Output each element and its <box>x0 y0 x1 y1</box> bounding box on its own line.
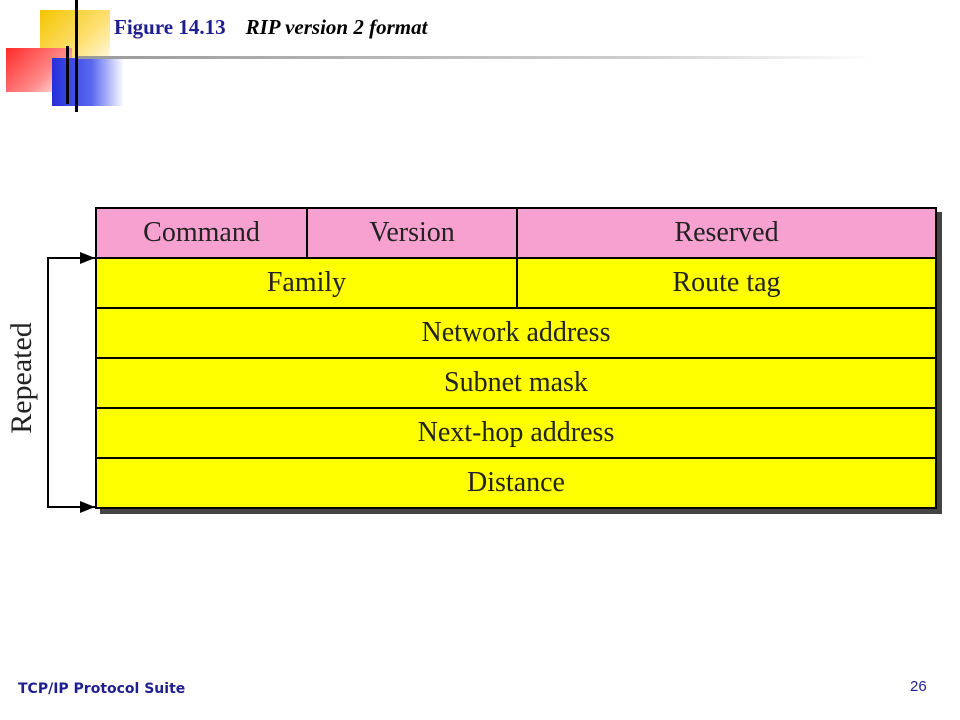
figure-number: Figure 14.13 <box>114 15 226 39</box>
network-address-row: Network address <box>97 307 935 357</box>
figure-title: Figure 14.13 RIP version 2 format <box>114 15 427 40</box>
title-underline <box>78 56 878 59</box>
footer-suite-name: TCP/IP Protocol Suite <box>18 681 186 697</box>
corner-vertical-line-short <box>66 46 69 104</box>
field-next-hop-address: Next-hop address <box>97 409 935 457</box>
header-row: Command Version Reserved <box>97 209 935 257</box>
rip-v2-packet-format: Command Version Reserved Family Route ta… <box>95 207 937 509</box>
next-hop-row: Next-hop address <box>97 407 935 457</box>
field-network-address: Network address <box>97 309 935 357</box>
field-version: Version <box>306 209 516 257</box>
field-command: Command <box>97 209 306 257</box>
field-family: Family <box>97 259 516 307</box>
field-route-tag: Route tag <box>516 259 935 307</box>
arrow-top-icon <box>80 252 95 264</box>
subnet-mask-row: Subnet mask <box>97 357 935 407</box>
corner-blue-block <box>52 58 124 106</box>
distance-row: Distance <box>97 457 935 507</box>
field-subnet-mask: Subnet mask <box>97 359 935 407</box>
repeated-label: Repeated <box>5 322 38 434</box>
footer-page-number: 26 <box>910 678 927 695</box>
arrow-bottom-icon <box>80 501 95 513</box>
corner-vertical-line <box>75 0 78 112</box>
bracket-line <box>47 257 95 508</box>
figure-caption: RIP version 2 format <box>245 15 428 39</box>
field-distance: Distance <box>97 459 935 507</box>
field-reserved: Reserved <box>516 209 935 257</box>
family-row: Family Route tag <box>97 257 935 307</box>
